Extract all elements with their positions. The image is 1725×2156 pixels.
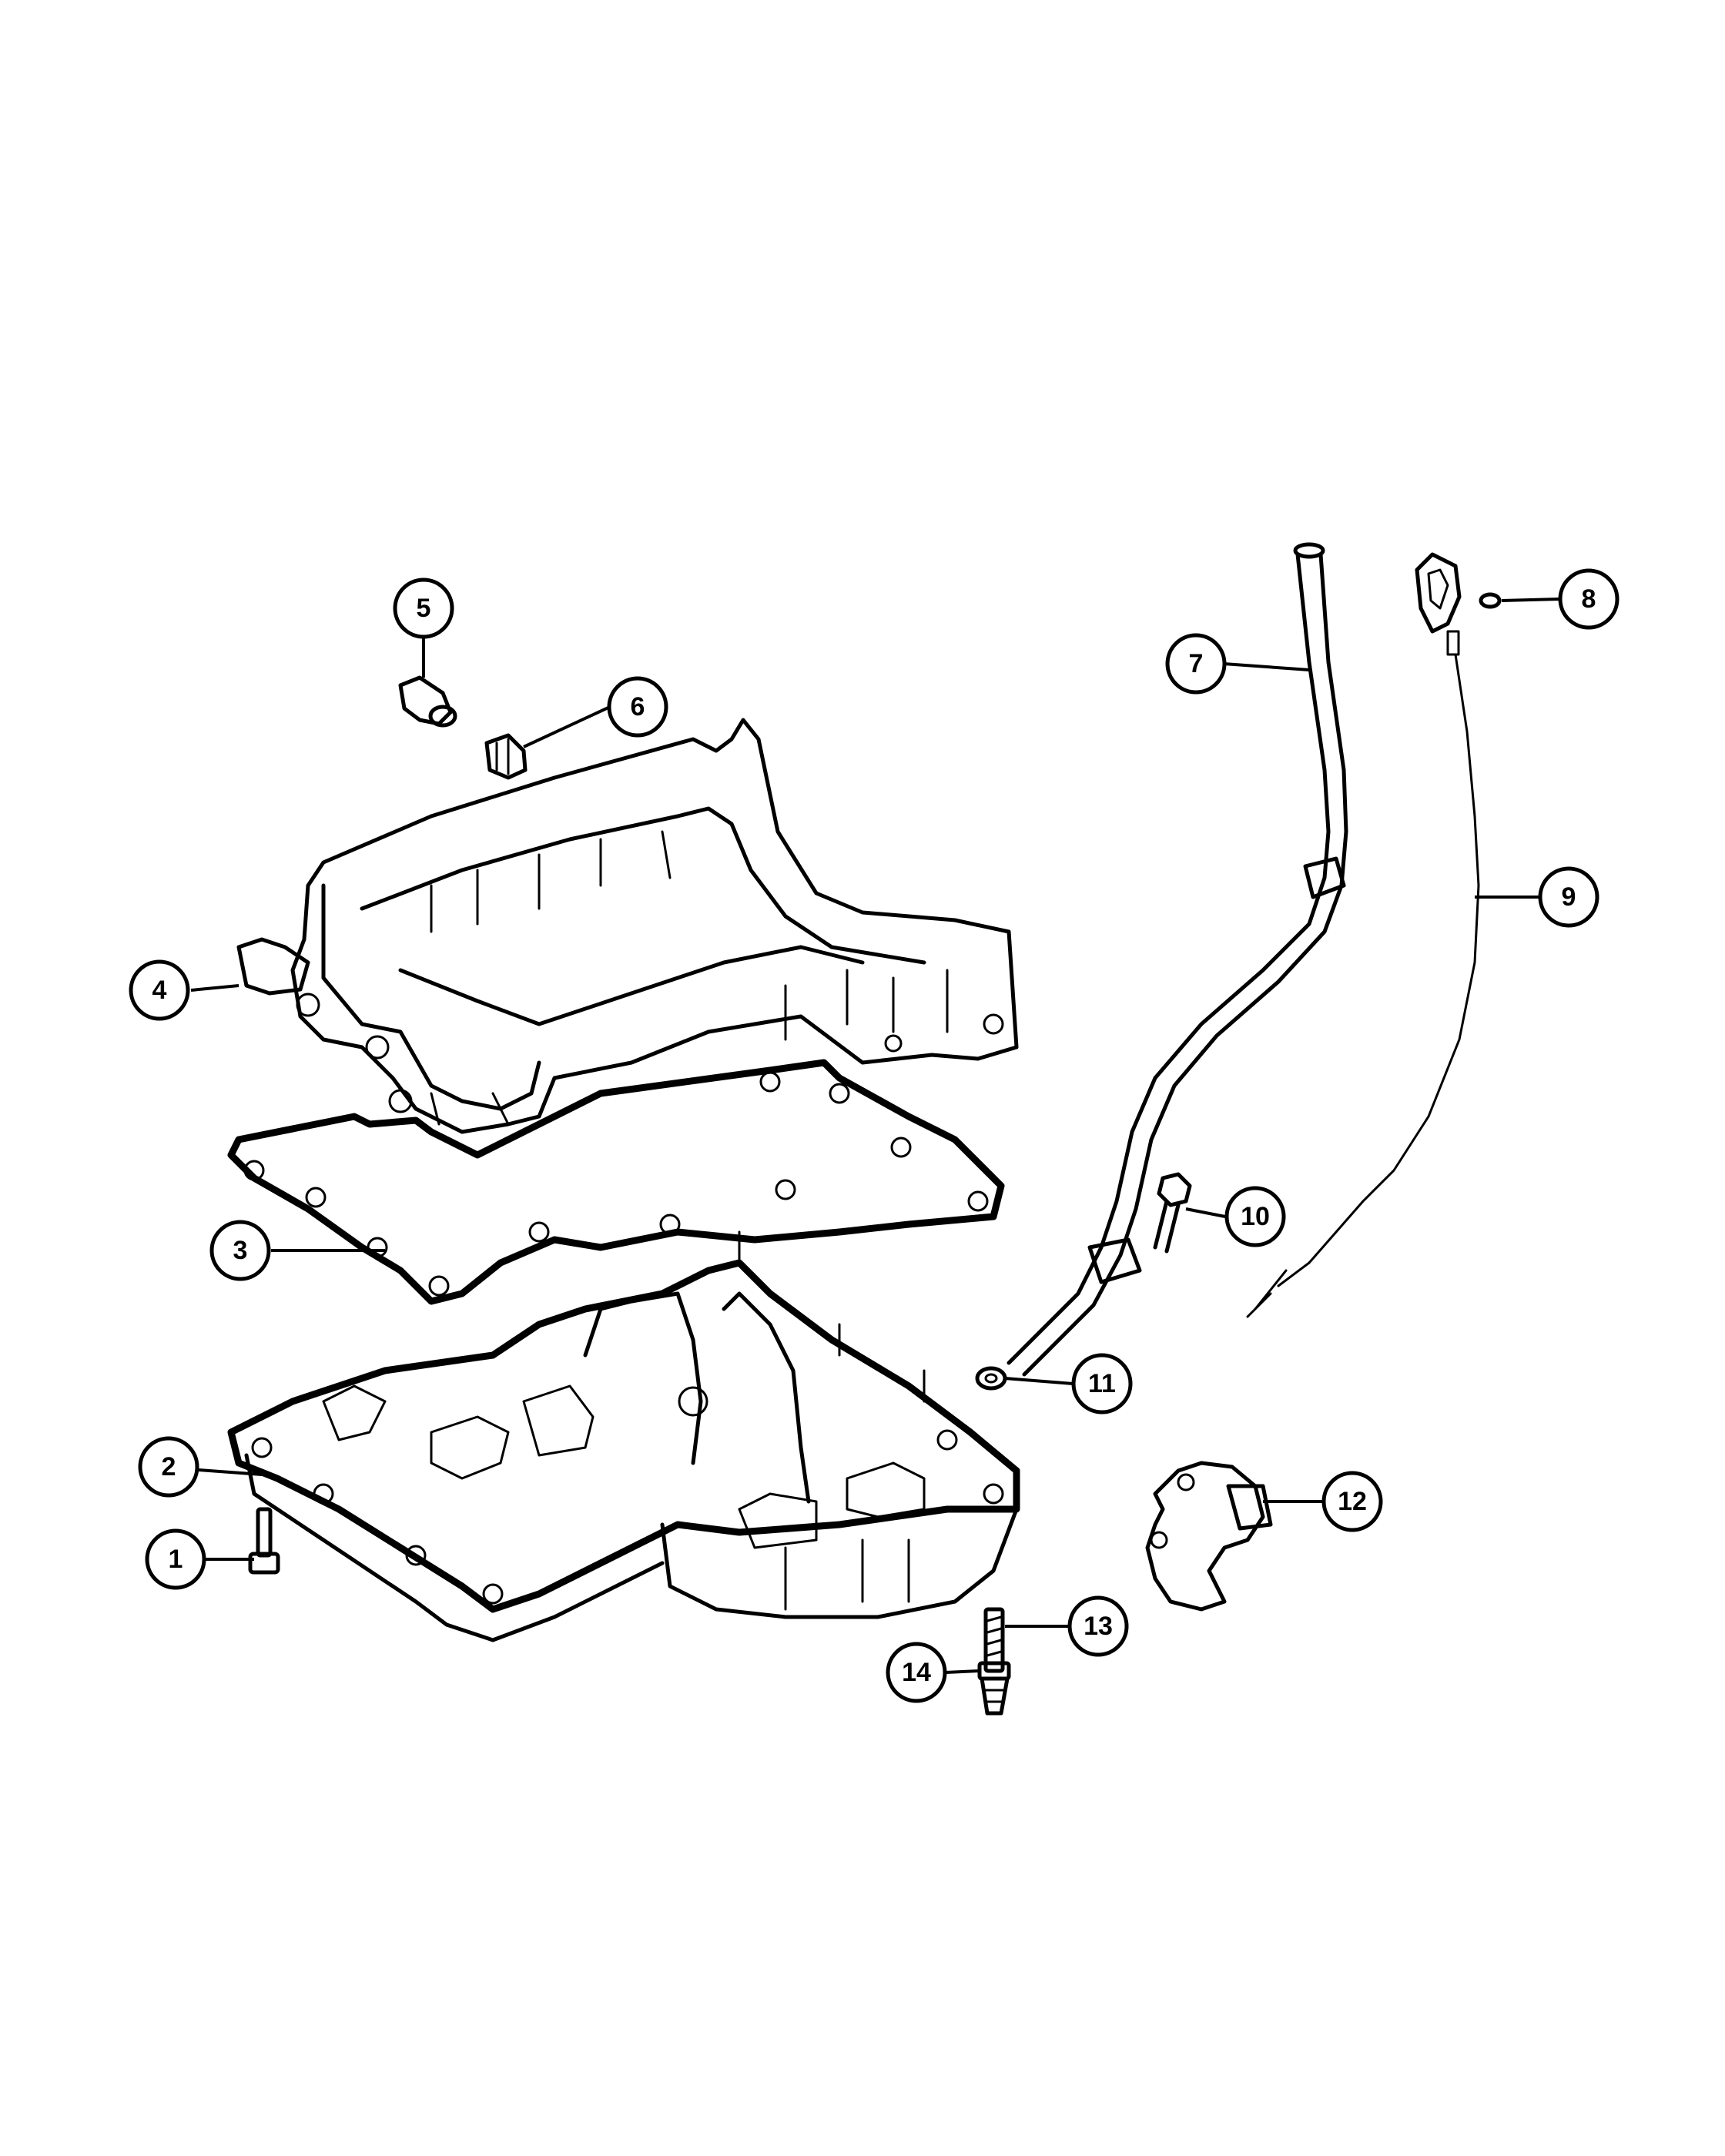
callout-3-label: 3 [233,1236,248,1265]
leader-10 [1185,1207,1226,1218]
callout-5-label: 5 [417,594,431,623]
callout-13-label: 13 [1084,1612,1113,1641]
part-3-gasket [227,1059,1005,1305]
part-12-bracket [1145,1461,1273,1612]
callout-9-label: 9 [1562,882,1576,912]
part-9-dipstick [1246,552,1480,1318]
callout-10: 10 [1224,1186,1286,1247]
callout-6: 6 [607,676,668,738]
callout-9: 9 [1538,866,1599,928]
leader-7 [1223,662,1310,671]
leader-14 [945,1669,980,1674]
callout-4: 4 [129,959,190,1021]
callout-11: 11 [1071,1353,1133,1414]
callout-10-label: 10 [1241,1202,1270,1231]
callout-1: 1 [145,1528,206,1590]
part-11-washer [975,1366,1007,1391]
part-2-lower-oil-pan [227,1230,1020,1642]
part-7-dipstick-tube [1007,542,1348,1377]
part-6-seal [484,733,528,780]
callout-13: 13 [1067,1595,1129,1657]
part-10-bolt [1153,1172,1192,1254]
part-5-plug [398,675,457,728]
part-13-stud [983,1607,1005,1673]
callout-12: 12 [1321,1471,1383,1532]
callout-5: 5 [393,578,454,639]
callout-12-label: 12 [1338,1487,1367,1516]
callout-2-label: 2 [162,1452,176,1481]
callout-4-label: 4 [152,976,167,1005]
leader-2 [198,1468,263,1476]
part-8-o-ring [1479,592,1502,609]
callout-7: 7 [1165,633,1227,695]
part-1-bolt [248,1507,280,1575]
callout-6-label: 6 [631,692,645,721]
callout-8-label: 8 [1582,584,1596,614]
leader-8 [1501,598,1560,602]
callout-3: 3 [209,1220,271,1281]
callout-7-label: 7 [1189,649,1204,678]
leader-4 [190,984,239,992]
leader-lines [190,598,1560,1674]
callout-14: 14 [886,1642,947,1703]
leader-11 [1004,1377,1074,1385]
callout-2: 2 [138,1436,199,1498]
callout-8: 8 [1558,568,1619,630]
callout-1-label: 1 [169,1545,183,1574]
part-4-upper-oil-pan [236,718,1019,1134]
leader-6 [523,705,611,748]
callout-11-label: 11 [1088,1369,1116,1398]
callout-14-label: 14 [902,1658,931,1687]
